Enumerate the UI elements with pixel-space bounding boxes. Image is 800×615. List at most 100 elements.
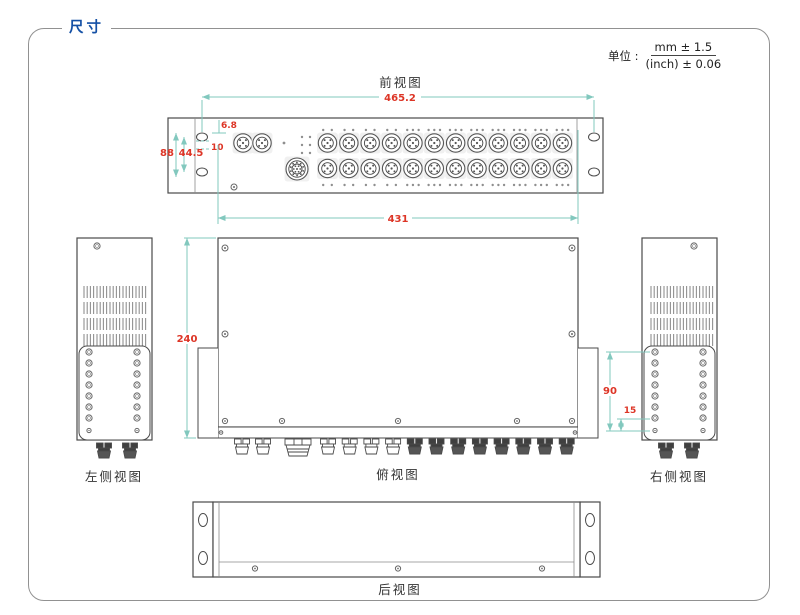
circular-connector-icon (317, 158, 338, 179)
screw-icon (513, 417, 521, 425)
screw-icon (538, 565, 546, 572)
screw-icon (278, 417, 286, 425)
rear-view-label: 后视图 (378, 582, 422, 597)
circular-connector-icon (551, 132, 573, 154)
screw-icon (568, 330, 576, 338)
circular-connector-icon (551, 158, 573, 179)
cable-gland-icon (684, 442, 700, 459)
screw-icon (690, 242, 698, 250)
rack-hole (196, 167, 208, 177)
circular-connector-icon (402, 132, 424, 154)
circular-connector-icon (423, 132, 445, 154)
units-note: 单位 : mm ± 1.5 (inch) ± 0.06 (608, 40, 721, 71)
dim-front-width-inner: 431 (388, 214, 409, 225)
screw-icon (93, 242, 101, 250)
cable-gland-icon (406, 438, 423, 455)
circular-connector-icon (381, 158, 403, 179)
screw-icon (85, 370, 93, 378)
cable-gland-icon (558, 438, 575, 455)
cable-gland-icon (658, 442, 674, 459)
screw-icon (133, 392, 141, 400)
screw-icon (133, 381, 141, 389)
screw-icon (651, 392, 659, 400)
dim-front-height: 88 (160, 148, 174, 159)
screw-icon (133, 414, 141, 422)
screw-icon (699, 348, 707, 356)
rack-hole (585, 551, 595, 565)
circular-connector-icon (232, 132, 254, 154)
circular-connector-icon (530, 158, 552, 179)
top-view-screws (218, 244, 578, 435)
rack-hole (588, 132, 600, 142)
multipin-connector-icon (284, 156, 310, 182)
dim-front-width-outer: 465.2 (384, 93, 416, 104)
screw-icon (568, 417, 576, 425)
screw-icon (134, 427, 140, 434)
left-side-view (76, 237, 153, 459)
circular-connector-icon (445, 158, 467, 179)
cable-gland-icon (341, 438, 358, 455)
screw-icon (85, 348, 93, 356)
right-panel-screws (651, 242, 707, 434)
left-vent-slots (83, 286, 147, 346)
cable-gland-icon (122, 442, 138, 459)
screw-icon (133, 348, 141, 356)
circular-connector-icon (317, 132, 338, 154)
cable-gland-icon (320, 438, 336, 455)
circular-connector-icon (359, 132, 381, 154)
circular-connector-icon (509, 132, 531, 154)
screw-icon (85, 381, 93, 389)
screw-icon (651, 370, 659, 378)
rack-hole (585, 513, 595, 527)
cable-gland-icon (450, 438, 467, 455)
screw-icon (651, 414, 659, 422)
screw-icon (221, 417, 229, 425)
cable-gland-icon (428, 438, 445, 455)
screw-icon (699, 370, 707, 378)
cable-gland-icon (255, 438, 271, 455)
screw-icon (394, 565, 402, 572)
circular-connector-icon (402, 158, 424, 179)
screw-icon (651, 403, 659, 411)
front-dimensions: 465.2 6.8 10 88 44.5 431 (160, 91, 595, 225)
screw-icon (85, 414, 93, 422)
screw-icon (699, 403, 707, 411)
circular-connector-icon (445, 132, 467, 154)
screw-icon (133, 403, 141, 411)
screw-icon (651, 359, 659, 367)
top-view-label: 俯视图 (376, 467, 420, 482)
screw-icon (221, 244, 229, 252)
rear-view-screws (251, 565, 546, 572)
dim-front-ear-offset: 6.8 (221, 121, 237, 131)
screw-icon (86, 427, 92, 434)
cable-gland-icon (363, 438, 380, 455)
circular-connector-icon (381, 132, 403, 154)
screw-icon (699, 359, 707, 367)
front-view-label: 前视图 (379, 75, 423, 90)
right-side-view (641, 237, 718, 459)
screw-icon (394, 417, 402, 425)
screw-icon (218, 430, 224, 435)
left-panel-screws (85, 242, 141, 434)
cable-gland-icon (537, 438, 553, 455)
cable-gland-icon (493, 438, 510, 455)
circular-connector-icon (251, 132, 273, 154)
front-connectors (230, 132, 573, 191)
units-label: 单位 : (608, 48, 639, 63)
screw-icon (651, 348, 659, 356)
screw-icon (221, 330, 229, 338)
dim-top-depth: 240 (177, 334, 198, 345)
circular-connector-icon (466, 158, 488, 179)
screw-icon (85, 403, 93, 411)
screw-icon (568, 244, 576, 252)
dim-front-hole-offset: 10 (211, 143, 224, 153)
screw-icon (85, 359, 93, 367)
circular-connector-icon (530, 132, 552, 154)
large-cable-gland-icon (284, 438, 312, 457)
circular-connector-icon (487, 158, 509, 179)
rack-hole (196, 132, 208, 142)
circular-connector-icon (359, 158, 381, 179)
rack-hole (198, 513, 208, 527)
circular-connector-icon (487, 132, 509, 154)
